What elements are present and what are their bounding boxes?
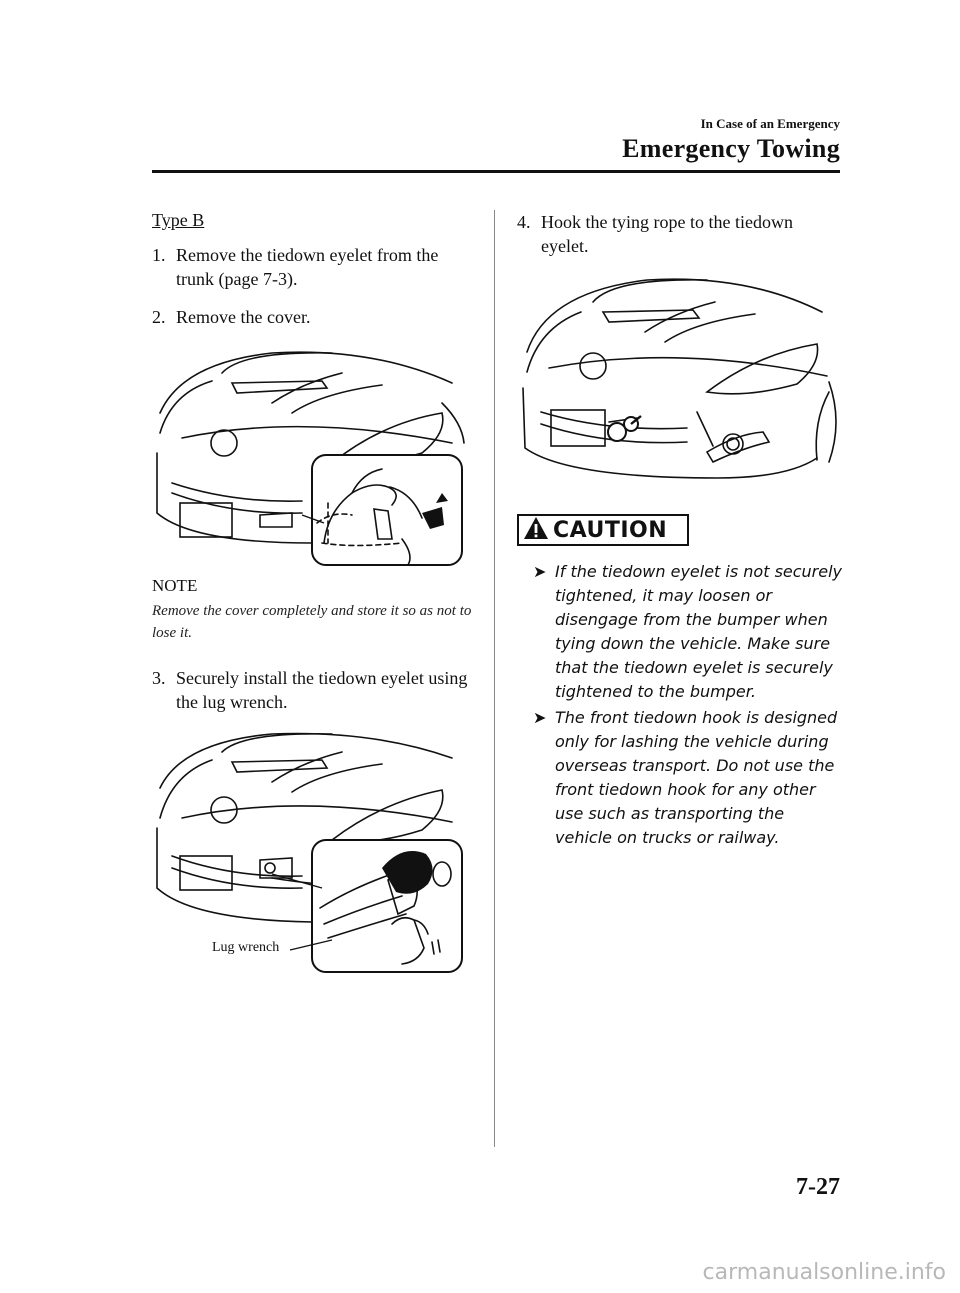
- step-3: 3. Securely install the tiedown eyelet u…: [152, 666, 472, 714]
- step-1: 1. Remove the tiedown eyelet from the tr…: [152, 243, 472, 291]
- lug-wrench-label: Lug wrench: [212, 940, 280, 955]
- page-number: 7-27: [796, 1174, 840, 1200]
- step-text: Remove the cover.: [176, 307, 311, 327]
- caution-text: The front tiedown hook is designed only …: [555, 708, 838, 847]
- arrow-bullet-icon: ➤: [533, 562, 547, 581]
- figure-remove-cover: [152, 343, 472, 568]
- note-text: Remove the cover completely and store it…: [152, 603, 472, 641]
- page-title: Emergency Towing: [622, 134, 840, 163]
- type-heading: Type B: [152, 210, 205, 230]
- watermark: carmanualsonline.info: [702, 1260, 946, 1285]
- step-number: 1.: [152, 245, 166, 265]
- caution-item: ➤ The front tiedown hook is designed onl…: [533, 706, 842, 850]
- step-text: Remove the tiedown eyelet from the trunk…: [176, 245, 439, 289]
- left-column: Type B 1. Remove the tiedown eyelet from…: [152, 210, 472, 978]
- header-rule: [152, 170, 840, 173]
- figure-install-eyelet: Lug wrench: [152, 728, 472, 978]
- caution-text: If the tiedown eyelet is not securely ti…: [555, 562, 843, 701]
- right-column: 4. Hook the tying rope to the tiedown ey…: [517, 210, 842, 852]
- column-divider: [494, 210, 495, 1147]
- step-text: Hook the tying rope to the tiedown eyele…: [541, 212, 793, 256]
- caution-box: CAUTION: [517, 514, 689, 546]
- note-title: NOTE: [152, 576, 198, 595]
- step-2: 2. Remove the cover.: [152, 305, 472, 329]
- step-number: 4.: [517, 212, 531, 232]
- warning-triangle-icon: [523, 516, 549, 545]
- caution-list: ➤ If the tiedown eyelet is not securely …: [517, 560, 842, 850]
- caution-label: CAUTION: [553, 517, 668, 543]
- step-number: 2.: [152, 307, 166, 327]
- caution-item: ➤ If the tiedown eyelet is not securely …: [533, 560, 842, 704]
- step-4: 4. Hook the tying rope to the tiedown ey…: [517, 210, 842, 258]
- step-text: Securely install the tiedown eyelet usin…: [176, 668, 468, 712]
- header-section: In Case of an Emergency: [700, 116, 840, 131]
- figure-hook-rope: [517, 272, 842, 492]
- step-number: 3.: [152, 668, 166, 688]
- arrow-bullet-icon: ➤: [533, 708, 547, 727]
